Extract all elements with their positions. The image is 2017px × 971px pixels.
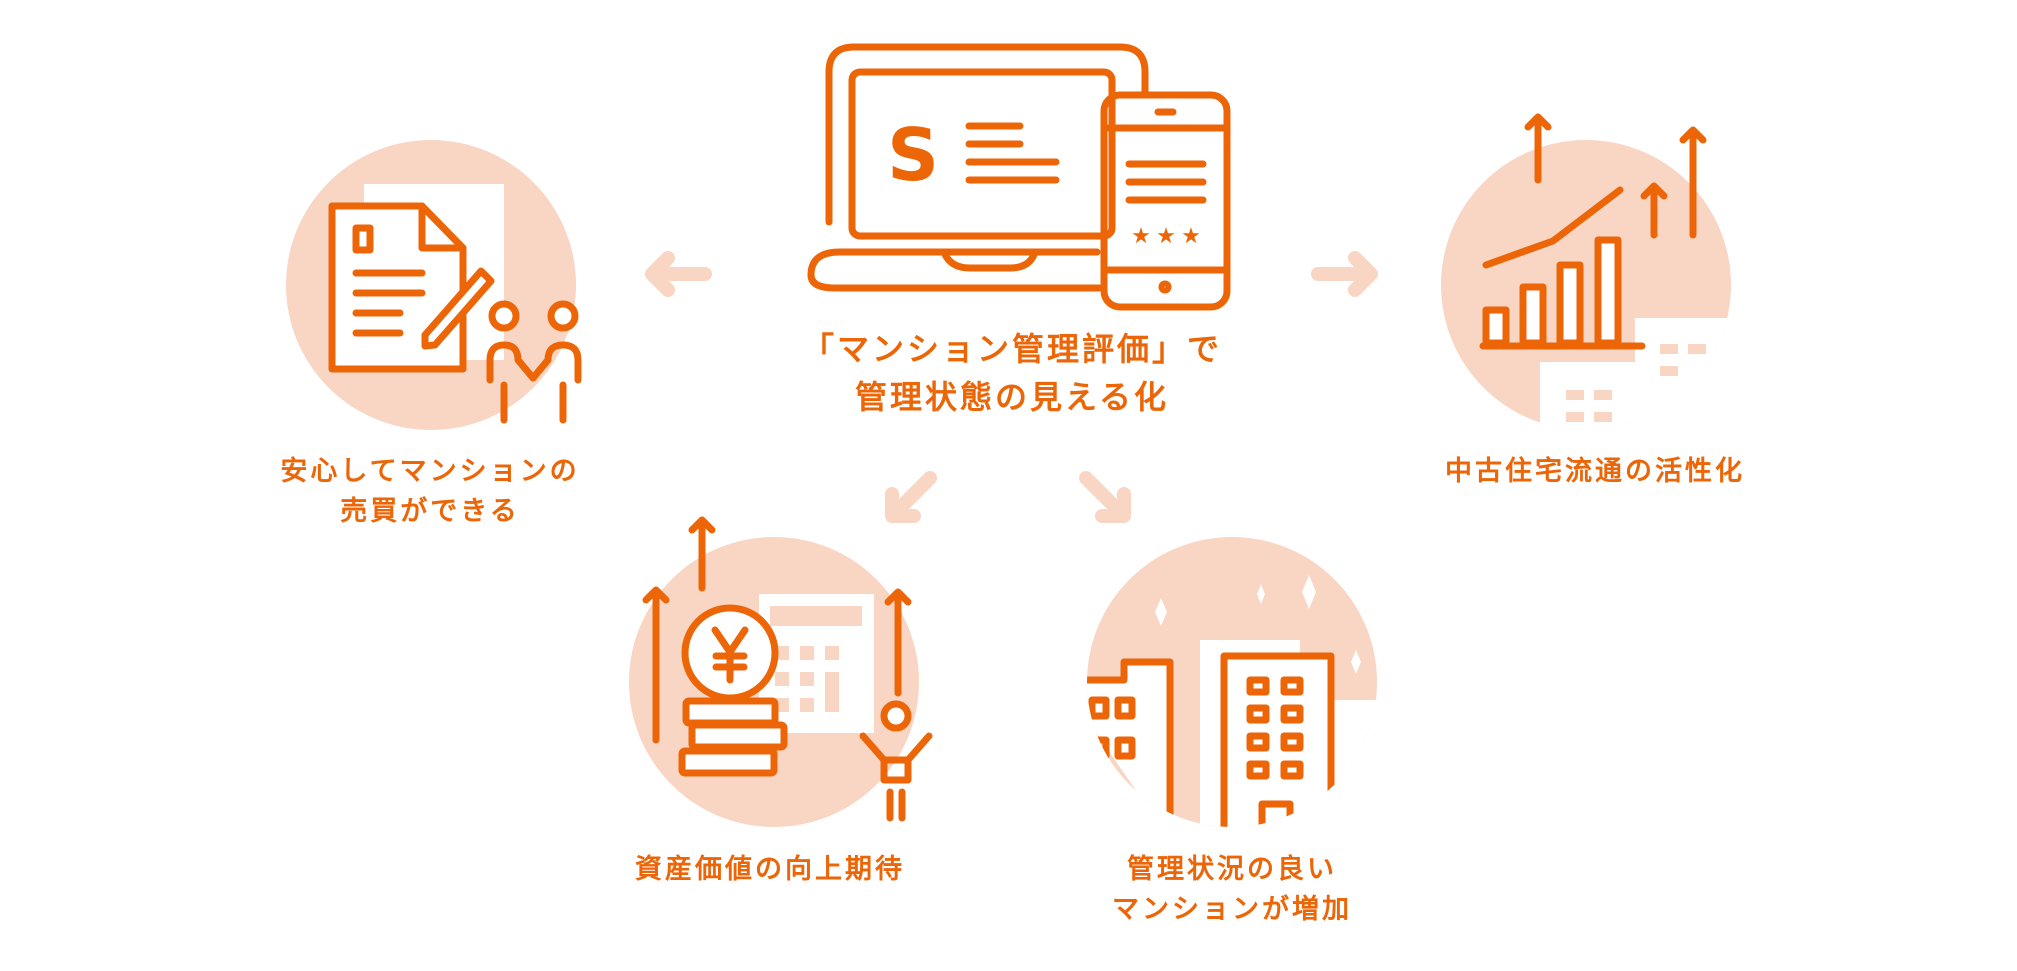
outcome-label-market-activation: 中古住宅流通の活性化 xyxy=(1445,452,1745,492)
outcome-label-line: 資産価値の向上期待 xyxy=(635,854,905,885)
arrow-down-right-icon xyxy=(1079,471,1131,523)
outcome-label-line: 管理状況の良い xyxy=(1127,854,1337,885)
contract-handshake-icon xyxy=(286,140,582,430)
outcome-label-safe-trading: 安心してマンションの 売買ができる xyxy=(280,452,579,532)
outcome-label-line: 安心してマンションの xyxy=(280,456,580,487)
buildings-icon xyxy=(1087,537,1377,827)
arrow-right-icon xyxy=(1311,251,1378,297)
rising-bar-chart-icon xyxy=(1441,113,1731,430)
arrow-left-icon xyxy=(645,251,712,297)
arrow-down-left-icon xyxy=(885,471,937,523)
outcome-label-line: 売買ができる xyxy=(340,496,520,527)
center-caption-line2: 管理状態の見える化 xyxy=(854,378,1170,416)
outcome-label-well-managed: 管理状況の良い マンションが増加 xyxy=(1112,850,1352,930)
rating-stars-icon: ★★★ xyxy=(1131,224,1201,249)
logo-letter: S xyxy=(887,113,939,197)
center-caption: 「マンション管理評価」で 管理状態の見える化 xyxy=(802,325,1222,421)
svg-text:★: ★ xyxy=(1156,224,1176,249)
outcome-label-line: マンションが増加 xyxy=(1112,894,1352,925)
svg-text:★: ★ xyxy=(1181,224,1201,249)
center-caption-line1: 「マンション管理評価」で xyxy=(801,330,1223,368)
yen-coins-rising-icon xyxy=(629,516,933,827)
laptop-and-smartphone-icon xyxy=(807,43,1231,311)
svg-text:★: ★ xyxy=(1131,224,1151,249)
outcome-label-line: 中古住宅流通の活性化 xyxy=(1445,456,1745,487)
outcome-label-asset-value: 資産価値の向上期待 xyxy=(635,850,905,890)
